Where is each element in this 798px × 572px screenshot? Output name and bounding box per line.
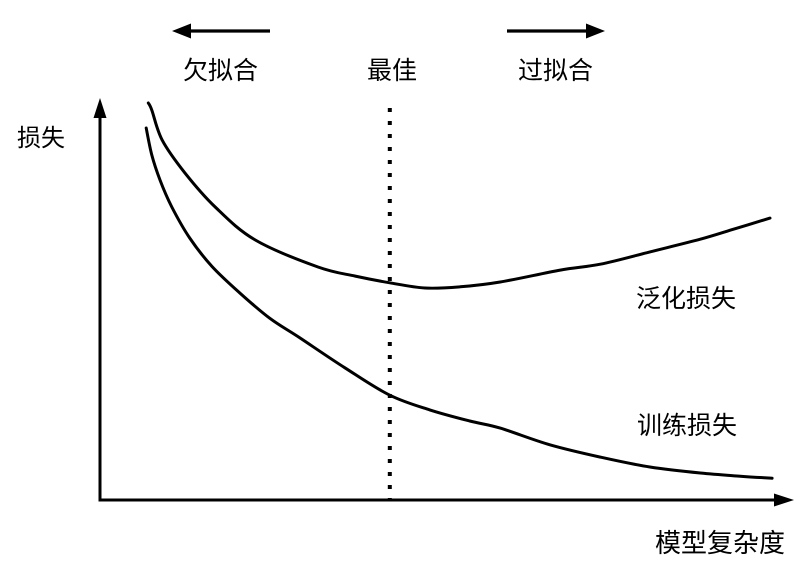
training-loss-curve [144, 126, 774, 480]
x-axis-arrowhead-icon [774, 493, 794, 507]
underfit-zone-label: 欠拟合 [183, 57, 259, 85]
overfit-zone-label: 过拟合 [518, 57, 594, 85]
generalization-loss-curve [146, 101, 772, 290]
y-axis-label: 损失 [17, 125, 65, 152]
optimal-label: 最佳 [367, 57, 418, 85]
axes [93, 98, 794, 507]
training-curve-label: 训练损失 [637, 412, 738, 440]
y-axis-arrowhead-icon [93, 98, 107, 118]
overfit-direction-arrow [507, 23, 605, 39]
left-arrowhead-icon [172, 23, 191, 39]
x-axis-label: 模型复杂度 [655, 528, 786, 558]
underfit-direction-arrow [172, 23, 270, 39]
generalization-curve-label: 泛化损失 [636, 285, 737, 313]
right-arrowhead-icon [586, 23, 605, 39]
